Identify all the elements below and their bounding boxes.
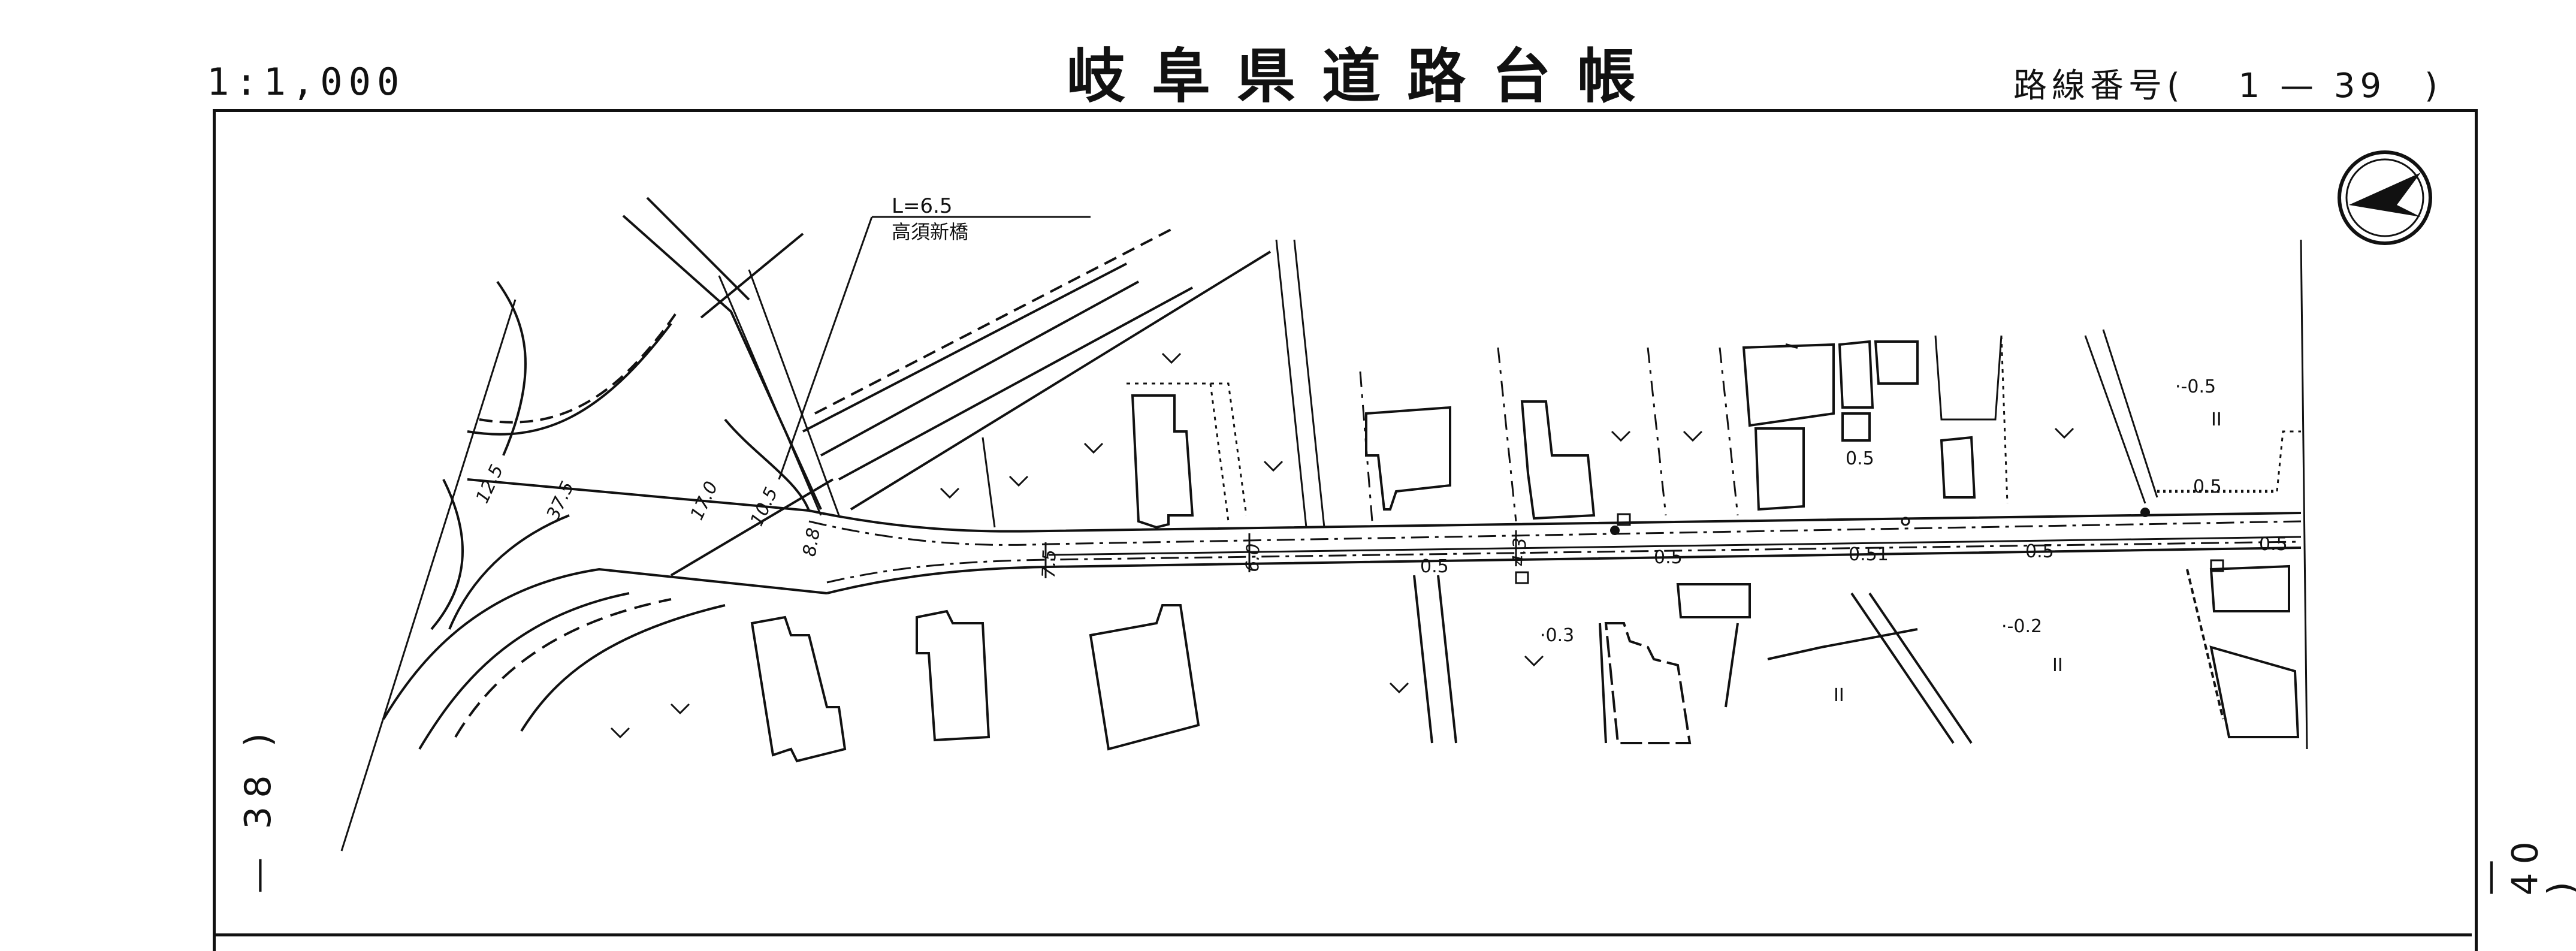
buildings-south <box>752 569 2223 761</box>
land-use-mark: II <box>2052 655 2063 676</box>
intersection-roads <box>342 198 1270 851</box>
main-road <box>809 511 2301 593</box>
bridge-callout: L=6.5 高須新橋 <box>779 194 1091 479</box>
bridge-name: 高須新橋 <box>892 221 968 243</box>
elevation-label: ·0.3 <box>1540 625 1574 646</box>
elevation-label: 0.5 <box>2259 534 2288 555</box>
elevation-label: ·-0.5 <box>2175 376 2216 397</box>
elevation-labels: 0.5 0.5 0.5 0.51 0.5 0.5 0.5 ·0.3 ·-0.5 … <box>1420 376 2288 706</box>
elevation-label: 0.5 <box>1654 547 1683 568</box>
elevation-label: 0.5 <box>1420 556 1449 577</box>
elevation-label: 0.5 <box>2025 541 2054 562</box>
land-use-mark: II <box>1834 685 1844 706</box>
bridge-length: L=6.5 <box>892 194 953 218</box>
parcel-lines <box>983 240 2307 749</box>
width-label: 6.0 <box>1242 543 1264 572</box>
width-label: 12.5 <box>472 461 508 506</box>
land-use-mark: II <box>2211 409 2222 430</box>
elevation-label: 0.5 <box>2193 476 2222 497</box>
width-label: 37.5 <box>543 478 579 523</box>
width-label: 8.8 <box>799 526 825 558</box>
elevation-label: 0.51 <box>1849 544 1889 565</box>
elevation-label: ·-0.2 <box>2001 616 2042 637</box>
elevation-label: 0.5 <box>1846 448 1874 469</box>
width-label: 7.5 <box>1038 549 1061 578</box>
north-arrow-icon <box>2339 152 2430 243</box>
width-label: 4.3 <box>1509 537 1531 566</box>
